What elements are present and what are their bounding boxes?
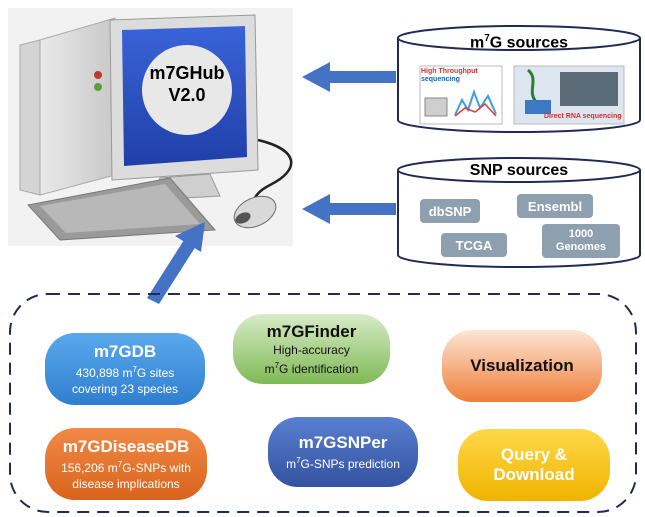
arrow-snp-to-hub xyxy=(302,194,396,224)
m7gdb-line1: 430,898 m7G sites xyxy=(75,364,175,380)
tag-ensembl: Ensembl xyxy=(517,194,593,218)
tag-dbsnp: dbSNP xyxy=(420,199,480,223)
computer-tower-icon xyxy=(19,17,116,196)
arrow-modules-to-hub xyxy=(147,222,205,304)
m7gdiseasedb-title: m7GDiseaseDB xyxy=(62,436,190,456)
high-throughput-label: High Throughput sequencing xyxy=(421,68,478,83)
m7gdiseasedb-line2: disease implications xyxy=(72,476,180,491)
keyboard-icon xyxy=(27,177,217,241)
direct-rna-sequencing-image xyxy=(513,65,625,125)
high-throughput-sequencing-image xyxy=(419,65,503,125)
hub-circle xyxy=(142,45,232,135)
modules-dashed-container xyxy=(9,293,637,513)
hub-title-line1: m7GHub xyxy=(149,63,225,83)
m7gfinder-line1: High-accuracy xyxy=(273,342,350,357)
tag-1000-genomes: 1000 Genomes xyxy=(542,224,620,258)
m7g-sources-title: m7G sources xyxy=(469,33,569,52)
m7gdiseasedb-line1: 156,206 m7G-SNPs with xyxy=(61,459,191,475)
m7gdb-title: m7GDB xyxy=(93,341,157,361)
m7gsnper-line1: m7G-SNPs prediction xyxy=(286,455,400,471)
direct-rna-label: Direct RNA sequencing xyxy=(544,113,622,120)
module-m7gfinder[interactable]: m7GFinder High-accuracy m7G identificati… xyxy=(233,314,390,384)
hub-title: m7GHub V2.0 xyxy=(142,62,232,106)
module-visualization[interactable]: Visualization xyxy=(442,330,602,402)
monitor-icon xyxy=(109,14,259,201)
m7gfinder-title: m7GFinder xyxy=(266,321,357,341)
module-m7gsnper[interactable]: m7GSNPer m7G-SNPs prediction xyxy=(268,417,418,487)
visualization-title: Visualization xyxy=(470,356,574,375)
module-m7gdiseasedb[interactable]: m7GDiseaseDB 156,206 m7G-SNPs with disea… xyxy=(45,428,207,500)
arrow-m7g-to-hub xyxy=(302,62,396,92)
module-query-download[interactable]: Query & Download xyxy=(458,429,610,501)
tag-tcga: TCGA xyxy=(441,233,507,257)
module-m7gdb[interactable]: m7GDB 430,898 m7G sites covering 23 spec… xyxy=(45,333,205,405)
snp-sources-title: SNP sources xyxy=(469,162,569,179)
m7gsnper-title: m7GSNPer xyxy=(298,432,388,452)
m7gdb-line2: covering 23 species xyxy=(71,381,179,396)
query-download-line1: Query & xyxy=(500,445,568,464)
m7gfinder-line2: m7G identification xyxy=(264,360,359,376)
mouse-icon xyxy=(233,195,277,229)
query-download-line2: Download xyxy=(493,465,575,484)
hub-title-line2: V2.0 xyxy=(168,85,206,105)
